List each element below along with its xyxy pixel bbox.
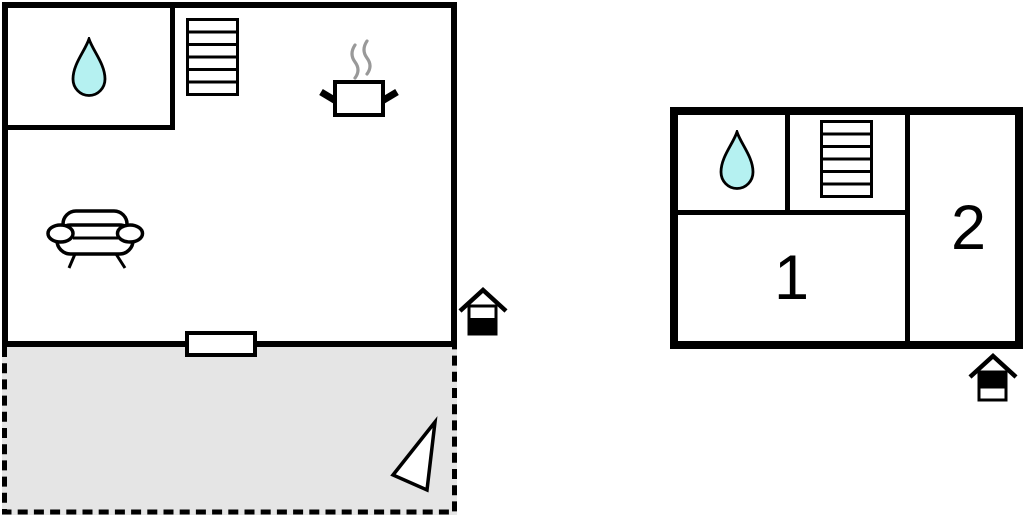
entrance-house-icon — [458, 286, 508, 336]
entrance-fill-bottom — [470, 318, 495, 333]
entrance-house-icon — [968, 352, 1018, 402]
north-arrow-triangle-icon — [390, 416, 438, 493]
steam-wisp-right — [362, 39, 372, 76]
bathroom-wall-bottom — [2, 125, 175, 130]
steam-wisp-left — [350, 43, 360, 80]
staircase-icon — [820, 120, 873, 198]
cooking-pot-icon — [319, 39, 399, 117]
staircase-icon — [186, 18, 239, 96]
water-drop-icon — [71, 37, 107, 97]
terrace-surface — [2, 347, 457, 515]
upper-hall-wall-bottom — [676, 210, 910, 215]
room-2-label: 2 — [950, 192, 987, 263]
upper-room2-wall-left — [905, 113, 910, 343]
water-drop-icon — [719, 130, 755, 190]
bathroom-wall-right — [170, 2, 175, 130]
terrace-dashed-border — [2, 347, 457, 515]
room-1-label: 1 — [773, 242, 810, 313]
sofa-icon — [46, 209, 145, 269]
door-opening — [185, 331, 257, 357]
upper-floor-outer-walls — [670, 107, 1023, 349]
upper-bathroom-wall-right — [785, 113, 790, 215]
entrance-fill-top — [980, 373, 1005, 389]
terrace-area — [2, 347, 457, 515]
